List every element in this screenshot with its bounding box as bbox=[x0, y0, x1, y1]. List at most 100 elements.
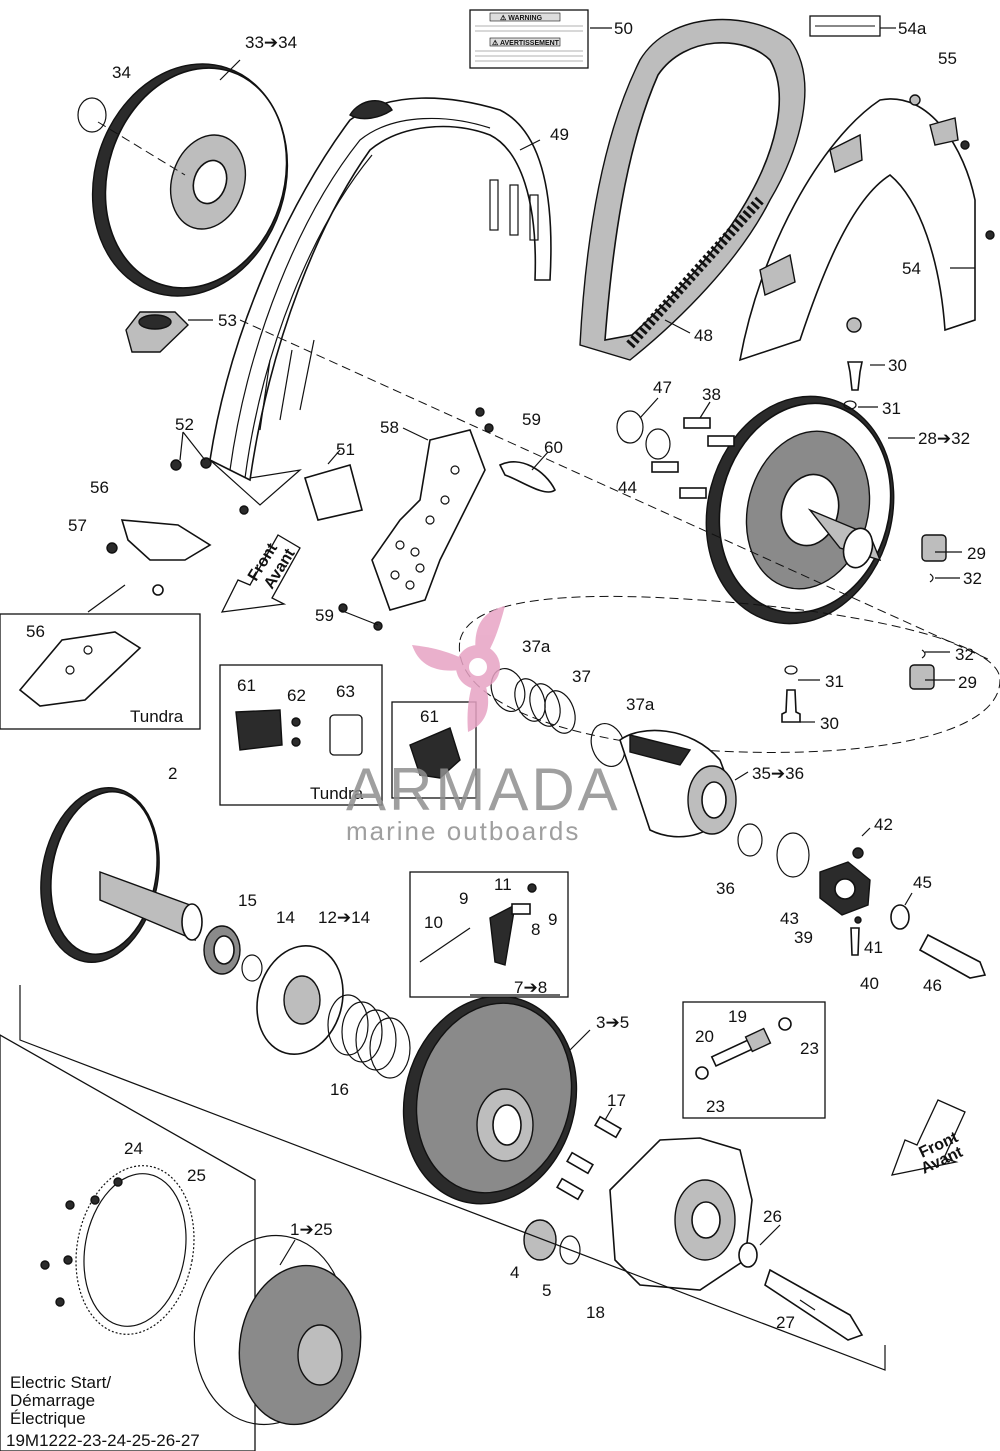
washer-43 bbox=[776, 832, 810, 878]
callout-12-14: 12➔14 bbox=[318, 908, 370, 927]
callout-56-inset: 56 bbox=[26, 622, 45, 641]
washer-45 bbox=[890, 904, 910, 930]
sliding-sheave-3-5 bbox=[402, 995, 578, 1205]
callout-25: 25 bbox=[187, 1166, 206, 1185]
callout-54: 54 bbox=[902, 259, 921, 278]
circlip-5 bbox=[559, 1235, 581, 1265]
callout-28-32: 28➔32 bbox=[918, 429, 970, 448]
bushing-29-top bbox=[921, 534, 947, 562]
bushing-29-bottom bbox=[909, 664, 935, 690]
callout-43: 43 bbox=[780, 909, 799, 928]
callout-58: 58 bbox=[380, 418, 399, 437]
callout-14: 14 bbox=[276, 908, 295, 927]
front-direction-arrow-1 bbox=[220, 534, 301, 613]
pin-60 bbox=[498, 461, 557, 493]
callout-47: 47 bbox=[653, 378, 672, 397]
drive-cover-disc bbox=[91, 63, 289, 297]
callout-33-34: 33➔34 bbox=[245, 33, 297, 52]
callout-4: 4 bbox=[510, 1263, 519, 1282]
callout-11: 11 bbox=[494, 875, 512, 894]
callout-16: 16 bbox=[330, 1080, 349, 1099]
warning-label-50 bbox=[469, 9, 589, 69]
callout-41: 41 bbox=[864, 938, 883, 957]
callout-20: 20 bbox=[695, 1027, 714, 1046]
tundra-label-kit: Tundra bbox=[310, 784, 364, 803]
callout-29-bottom: 29 bbox=[958, 673, 977, 692]
callout-37a-right: 37a bbox=[626, 695, 655, 714]
washer-31-top bbox=[843, 400, 857, 410]
callout-51: 51 bbox=[336, 440, 355, 459]
ring-37a-left bbox=[490, 668, 526, 712]
callout-40: 40 bbox=[860, 974, 879, 993]
watermark: ARMADA marine outboards bbox=[346, 606, 618, 846]
washer-52 bbox=[239, 505, 249, 515]
bushing-4 bbox=[523, 1219, 557, 1261]
belt-guard-cover-54 bbox=[738, 94, 995, 362]
front-direction-arrow-2 bbox=[890, 1099, 966, 1176]
circlip-14 bbox=[241, 954, 263, 982]
callout-23-left: 23 bbox=[706, 1097, 725, 1116]
washer-26 bbox=[738, 1242, 758, 1268]
callout-50: 50 bbox=[614, 19, 633, 38]
electric-start-label-1: Electric Start/ bbox=[10, 1373, 111, 1392]
callout-54a: 54a bbox=[898, 19, 927, 38]
washer-44 bbox=[645, 428, 671, 460]
belt-guard-bracket bbox=[209, 97, 552, 506]
fixed-sheave-2 bbox=[40, 787, 203, 963]
callout-30-top: 30 bbox=[888, 356, 907, 375]
washer-56 bbox=[152, 584, 164, 596]
callout-45: 45 bbox=[913, 873, 932, 892]
mounting-plate-58 bbox=[371, 429, 486, 611]
roller-inset-19-23 bbox=[682, 1001, 826, 1119]
screw-30-top bbox=[847, 361, 863, 391]
screw-40 bbox=[850, 927, 860, 956]
callout-19: 19 bbox=[728, 1007, 747, 1026]
drawing-code: 19M1222-23-24-25-26-27 bbox=[6, 1431, 200, 1450]
governor-cup-18 bbox=[609, 1137, 753, 1291]
callout-52: 52 bbox=[175, 415, 194, 434]
warning-heading: ⚠ WARNING bbox=[500, 14, 543, 22]
tundra-label-bracket: Tundra bbox=[130, 707, 184, 726]
callout-5: 5 bbox=[542, 1281, 551, 1300]
circlip-34 bbox=[77, 97, 107, 133]
bracket-51 bbox=[303, 464, 363, 521]
lever-7 bbox=[489, 903, 516, 966]
slider-61 bbox=[235, 709, 283, 751]
callout-18: 18 bbox=[586, 1303, 605, 1322]
callout-46: 46 bbox=[923, 976, 942, 995]
callout-31-top: 31 bbox=[882, 399, 901, 418]
drive-pulley-assembly-1-25 bbox=[193, 1234, 362, 1426]
callout-29-top: 29 bbox=[967, 544, 986, 563]
nut-42 bbox=[852, 847, 864, 859]
cam-35-36 bbox=[619, 729, 737, 838]
callout-32-top: 32 bbox=[963, 569, 982, 588]
bolt-46 bbox=[918, 933, 987, 979]
callout-59-top: 59 bbox=[522, 410, 541, 429]
screw-17b bbox=[566, 1151, 594, 1175]
callout-53: 53 bbox=[218, 311, 237, 330]
callout-49: 49 bbox=[550, 125, 569, 144]
callout-61: 61 bbox=[237, 676, 256, 695]
label-63 bbox=[329, 714, 363, 756]
callout-55: 55 bbox=[938, 49, 957, 68]
callout-59-bottom: 59 bbox=[315, 606, 334, 625]
screw-30-bottom bbox=[781, 689, 801, 723]
spring-16 bbox=[327, 994, 411, 1079]
warning-heading-fr: ⚠ AVERTISSEMENT bbox=[492, 39, 560, 47]
watermark-tagline: marine outboards bbox=[346, 816, 580, 846]
ring-gear-25 bbox=[75, 1165, 195, 1335]
electric-start-label-2: Démarrage bbox=[10, 1391, 95, 1410]
callout-9-right: 9 bbox=[548, 910, 557, 929]
washer-41 bbox=[854, 916, 862, 924]
callout-57: 57 bbox=[68, 516, 87, 535]
callout-37a-left: 37a bbox=[522, 637, 551, 656]
plate-12-14 bbox=[256, 944, 344, 1056]
circlip-36 bbox=[737, 823, 763, 857]
callout-56: 56 bbox=[90, 478, 109, 497]
bolt-27 bbox=[764, 1268, 864, 1341]
callout-30-bottom: 30 bbox=[820, 714, 839, 733]
roller-8 bbox=[511, 903, 531, 915]
screw-52b bbox=[200, 457, 212, 469]
callout-35-36: 35➔36 bbox=[752, 764, 804, 783]
callout-27: 27 bbox=[776, 1313, 795, 1332]
